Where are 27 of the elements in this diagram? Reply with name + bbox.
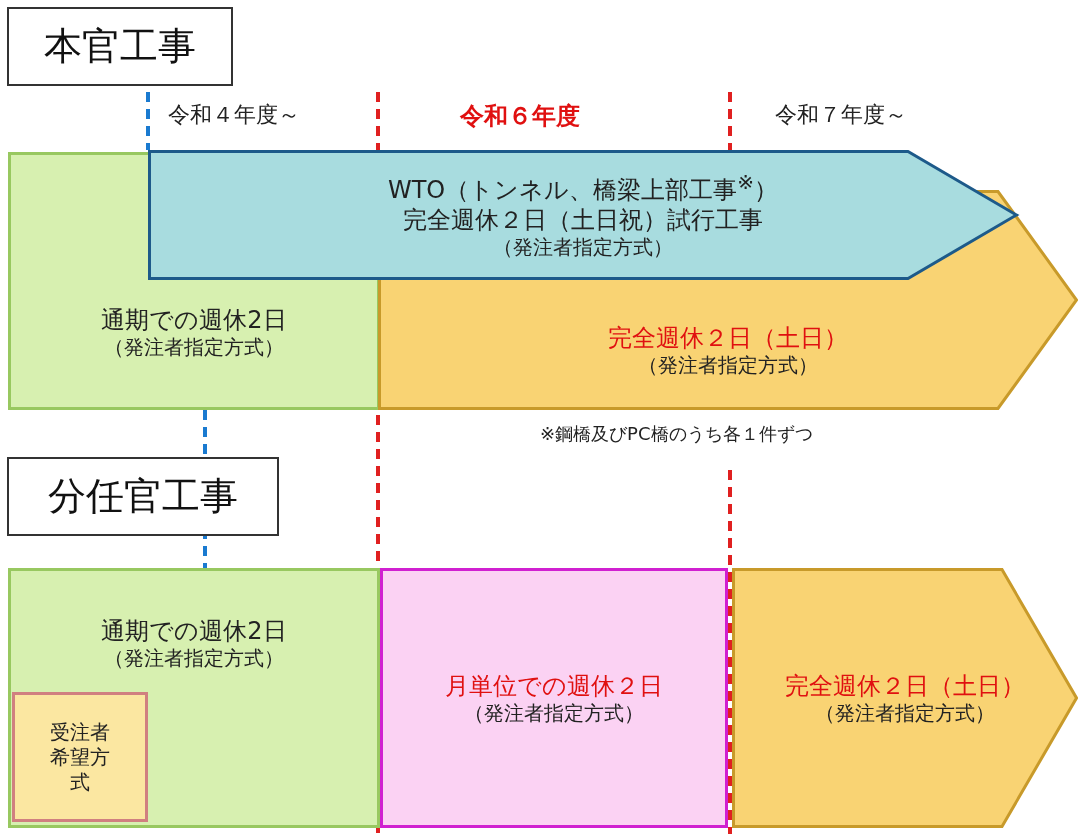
box-text: 通期での週休2日 — [101, 616, 287, 646]
process-box — [8, 568, 380, 828]
arrow-shape — [148, 150, 1018, 280]
box-text: （発注者指定方式） — [104, 646, 284, 671]
box-text: （発注者指定方式） — [104, 335, 284, 360]
year-label: 令和４年度～ — [168, 101, 300, 129]
section-title: 分任官工事 — [48, 472, 238, 520]
box-text: WTO（トンネル、橋梁上部工事$^{※}$） — [387, 170, 778, 205]
box-text: （発注者指定方式） — [638, 353, 818, 378]
section-title: 本官工事 — [44, 22, 196, 70]
year-label: 令和７年度～ — [775, 101, 907, 129]
arrow-shape — [732, 568, 1078, 828]
box-text: 完全週休２日（土日祝）試行工事 — [403, 205, 763, 235]
footnote: ※鋼橋及びPC橋のうち各１件ずつ — [540, 422, 813, 446]
box-text: （発注者指定方式） — [493, 235, 673, 260]
process-box — [380, 568, 728, 828]
box-text: 完全週休２日（土日） — [608, 323, 848, 353]
box-text: 通期での週休2日 — [101, 305, 287, 335]
title-box — [8, 458, 278, 535]
title-box — [8, 8, 232, 85]
box-text: （発注者指定方式） — [464, 700, 644, 726]
box-text: 月単位での週休２日 — [445, 670, 663, 701]
process-box — [12, 692, 148, 822]
box-text: 受注者希望方式 — [49, 719, 111, 795]
box-text: 完全週休２日（土日） — [785, 670, 1025, 701]
box-text: （発注者指定方式） — [814, 700, 996, 726]
year-label: 令和６年度 — [460, 101, 580, 132]
